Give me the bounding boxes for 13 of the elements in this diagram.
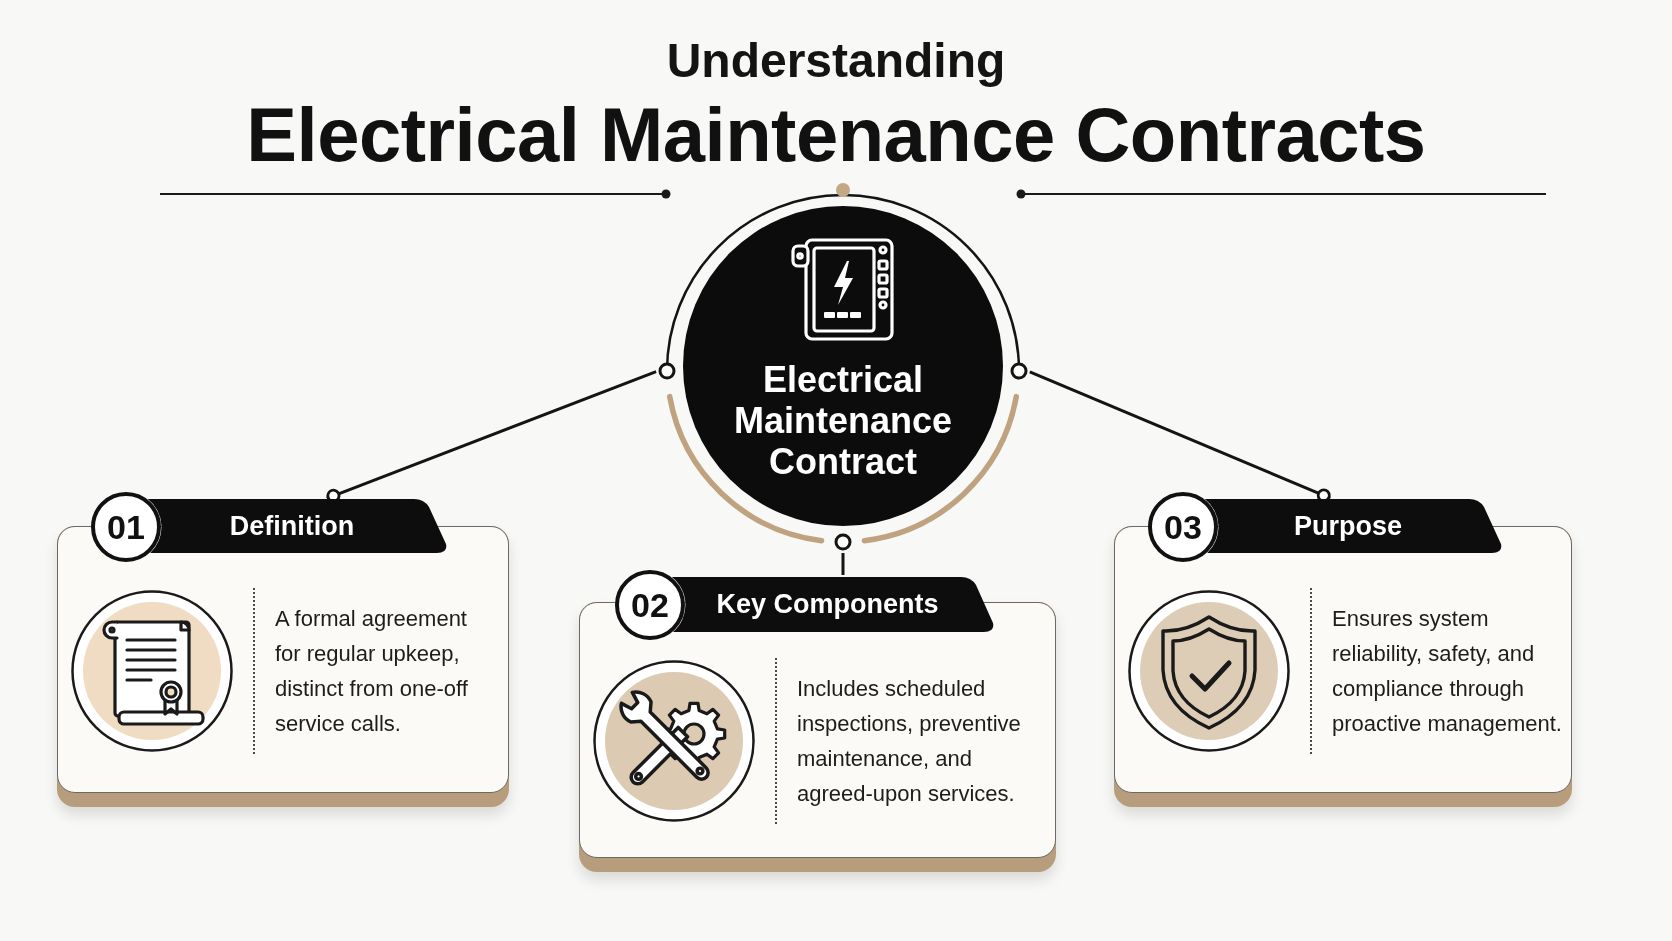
description-text: Ensures system reliability, safety, and compliance through proactive management. (1332, 604, 1563, 738)
tab-title: Key Components (716, 591, 939, 618)
header-tab (146, 499, 448, 553)
description-text: Includes scheduled inspections, preventive maintenance, and agreed-upon services. (797, 675, 1022, 808)
hub-title: Electrical Maintenance Contract (732, 359, 954, 482)
overline-text: Understanding (666, 33, 1006, 89)
header-tab (670, 577, 995, 632)
connector-line (841, 553, 845, 575)
page-title: Electrical Maintenance Contracts (246, 92, 1426, 178)
tab-title: Definition (229, 512, 355, 540)
tab-title: Purpose (1294, 512, 1402, 540)
header-tab (1203, 499, 1503, 553)
description-text: A formal agreement for regular upkeep, distinct from one-off service calls. (275, 604, 469, 738)
